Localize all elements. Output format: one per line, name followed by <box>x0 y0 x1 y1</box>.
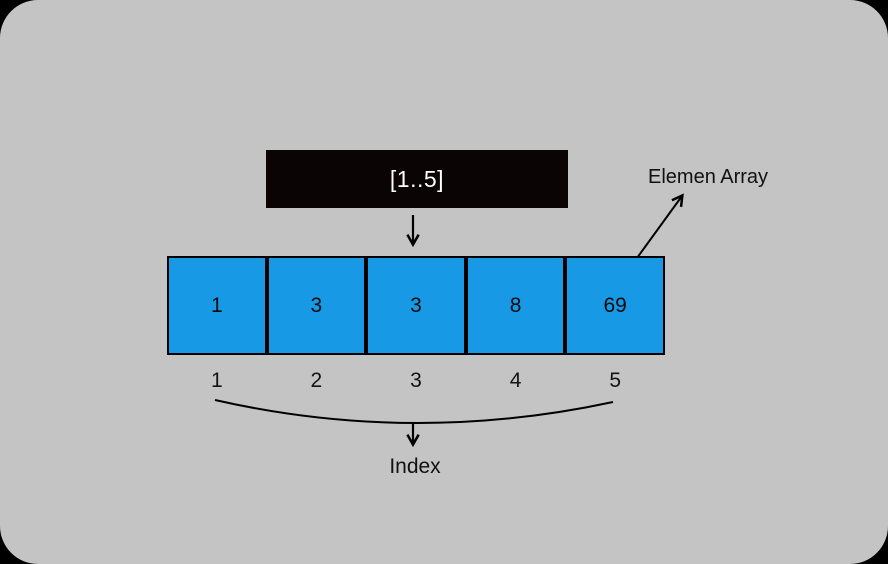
index-number: 5 <box>609 369 622 392</box>
array-cell: 3 <box>266 256 367 355</box>
array-cell: 69 <box>565 256 665 355</box>
index-number: 1 <box>210 369 223 392</box>
index-label: Index <box>389 455 441 478</box>
index-number: 4 <box>509 369 522 392</box>
index-brace-curve <box>214 399 614 424</box>
cell-value: 8 <box>509 293 522 317</box>
array-cell: 8 <box>465 256 566 355</box>
array-cell: 1 <box>167 256 267 355</box>
elemen-array-label: Elemen Array <box>648 166 769 188</box>
array-row: 1 3 3 8 69 <box>167 256 665 355</box>
array-cell: 3 <box>366 256 466 355</box>
index-number: 2 <box>310 369 323 392</box>
cell-value: 3 <box>410 293 422 317</box>
cell-value: 3 <box>310 293 323 317</box>
index-number: 3 <box>410 369 422 392</box>
range-box: [1..5] <box>266 150 568 208</box>
range-label: [1..5] <box>389 165 445 192</box>
cell-value: 69 <box>603 293 627 317</box>
cell-value: 1 <box>210 293 223 317</box>
index-row: 1 2 3 4 5 <box>167 369 665 393</box>
